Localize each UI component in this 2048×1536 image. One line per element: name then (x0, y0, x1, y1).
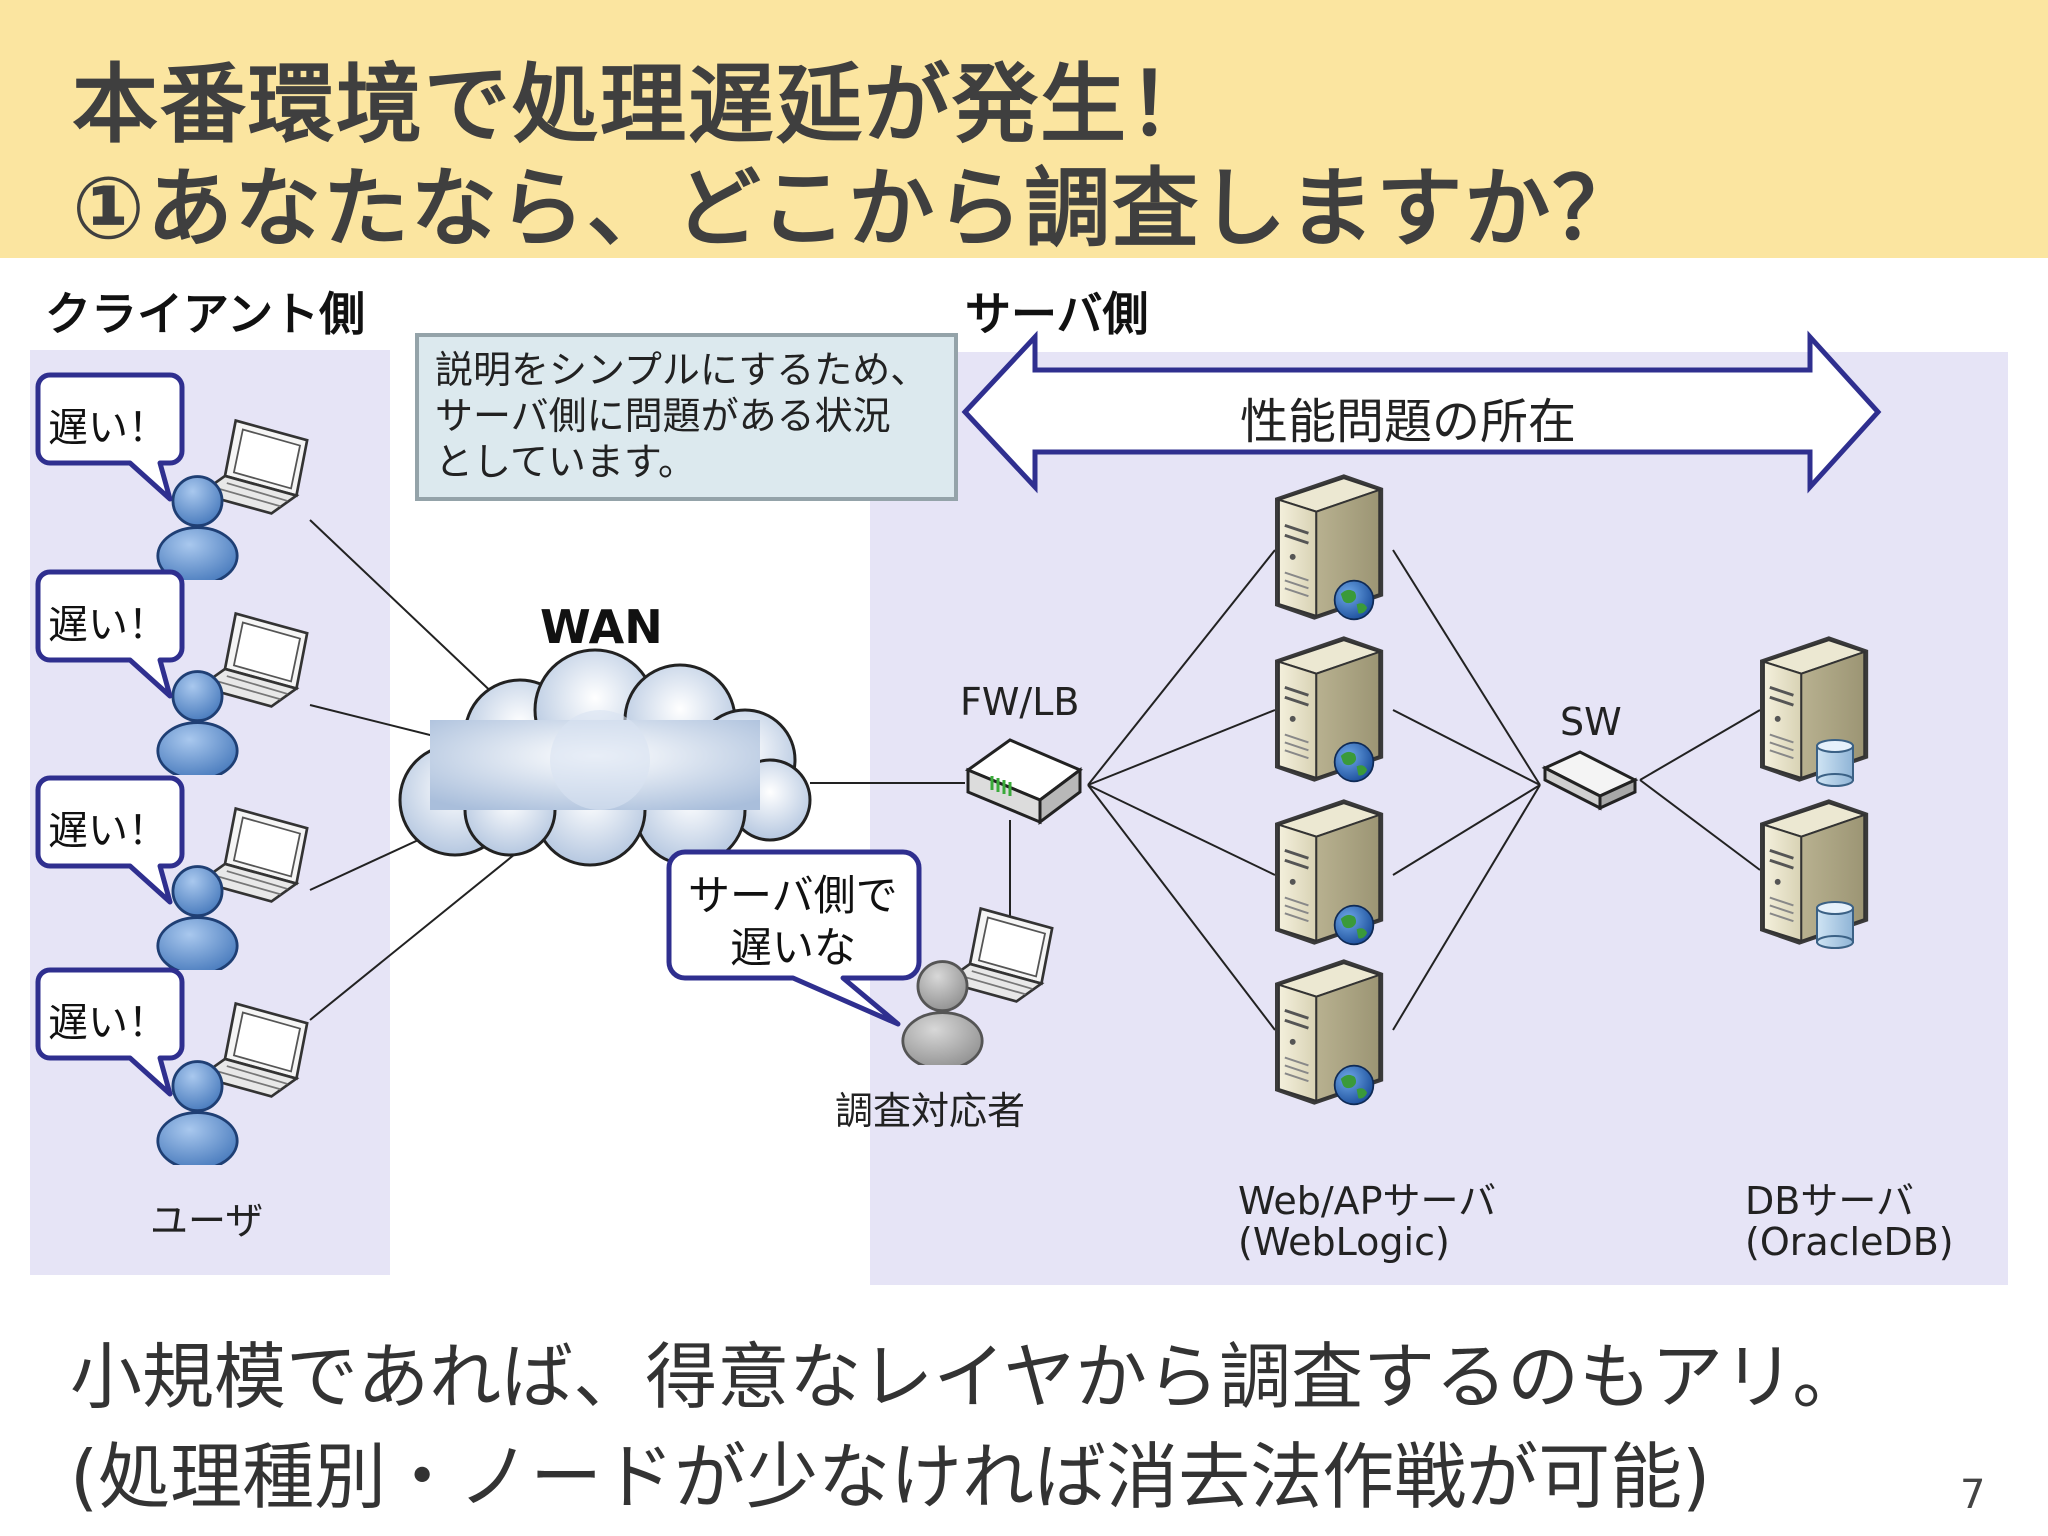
wan-cloud-icon (398, 648, 812, 867)
note-line: サーバ側に問題がある状況 (435, 394, 891, 438)
fwlb-label: FW/LB (960, 680, 1080, 724)
db-sub-label: (OracleDB) (1745, 1220, 1954, 1264)
bottom-line-1: 小規模であれば、得意なレイヤから調査するのもアリ。 (70, 1335, 1865, 1419)
title-band (0, 0, 2048, 258)
user-bubble-text: 遅い！ (48, 808, 168, 854)
user-bubble-text: 遅い！ (48, 1000, 168, 1046)
user-bubble-text: 遅い！ (48, 602, 168, 648)
performance-issue-arrow (961, 330, 1882, 494)
investigator-label: 調査対応者 (835, 1089, 1026, 1133)
server-side-label: サーバ側 (965, 287, 1149, 341)
database-server-icon (1760, 634, 1870, 787)
db-label: DBサーバ (1745, 1179, 1914, 1223)
user-speech-bubble (35, 967, 185, 1097)
firewall-loadbalancer-icon (964, 738, 1083, 825)
web-server-icon (1275, 797, 1385, 947)
web-ap-sub-label: (WebLogic) (1238, 1220, 1450, 1264)
user-bubble-text: 遅い！ (48, 405, 168, 451)
investigator-bubble-line: サーバ側で (688, 871, 898, 920)
title-line-1: 本番環境で処理遅延が発生！ (72, 55, 1216, 155)
wan-label: WAN (540, 600, 663, 654)
page-number: 7 (1960, 1472, 1986, 1518)
client-side-label: クライアント側 (45, 287, 366, 341)
explanation-note: 説明をシンプルにするため、 サーバ側に問題がある状況 としています。 (415, 333, 958, 501)
investigator-speech-bubble (666, 849, 922, 1027)
note-line: としています。 (435, 440, 697, 484)
web-server-icon (1275, 472, 1385, 622)
web-server-icon (1275, 634, 1385, 784)
user-speech-bubble (35, 372, 185, 502)
sw-label: SW (1560, 700, 1622, 744)
arrow-label: 性能問題の所在 (1240, 394, 1577, 450)
web-ap-label: Web/APサーバ (1238, 1179, 1497, 1223)
title-line-2: ①あなたなら、どこから調査しますか？ (72, 159, 1641, 259)
user-speech-bubble (35, 569, 185, 699)
switch-icon (1541, 750, 1639, 811)
users-label: ユーザ (150, 1199, 264, 1243)
database-server-icon (1760, 797, 1870, 949)
web-server-icon (1275, 957, 1385, 1107)
user-speech-bubble (35, 775, 185, 905)
bottom-line-2: (処理種別・ノードが少なければ消去法作戦が可能) (70, 1435, 1711, 1519)
note-line: 説明をシンプルにするため、 (435, 348, 929, 392)
investigator-bubble-line: 遅いな (730, 923, 857, 972)
